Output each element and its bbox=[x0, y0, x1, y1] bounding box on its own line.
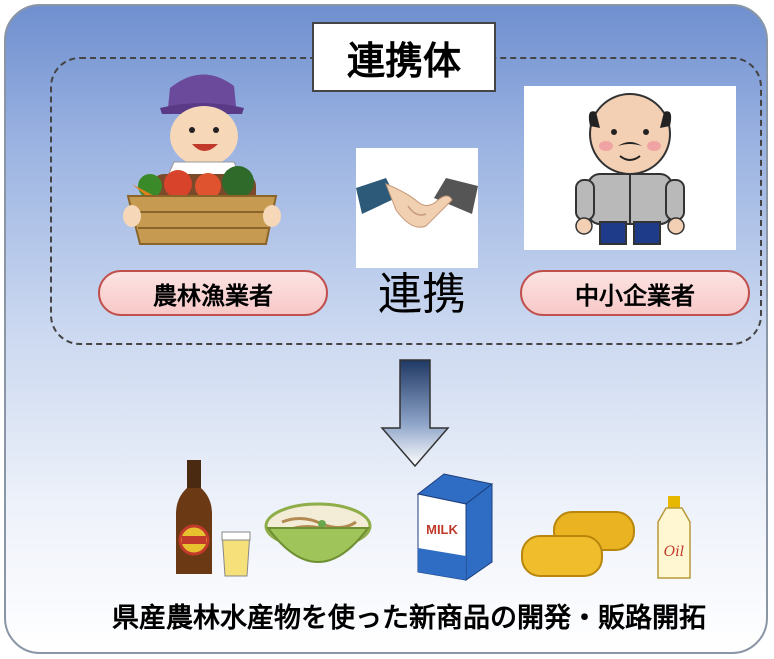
milk-carton-icon: MILK bbox=[416, 473, 494, 581]
down-arrow-icon bbox=[380, 359, 450, 468]
handshake-icon bbox=[356, 178, 478, 228]
businessman-icon bbox=[575, 93, 685, 245]
farmer-icon bbox=[123, 74, 281, 245]
caption-text: 県産農林水産物を使った新商品の開発・販路開拓 bbox=[112, 603, 706, 634]
milk-text: MILK bbox=[426, 522, 458, 537]
business-label: 中小企業者 bbox=[520, 270, 750, 316]
farmer-label: 農林漁業者 bbox=[98, 270, 328, 316]
oil-bottle-icon: Oil bbox=[657, 496, 691, 579]
beer-bottle-icon bbox=[176, 460, 212, 574]
beer-glass-icon bbox=[221, 531, 251, 577]
collaboration-title: 連携体 bbox=[312, 22, 496, 92]
bread-rolls-icon bbox=[521, 511, 635, 577]
collaboration-label: 連携 bbox=[378, 269, 466, 320]
oil-text: Oil bbox=[664, 544, 684, 560]
noodle-bowl-icon bbox=[264, 502, 372, 563]
